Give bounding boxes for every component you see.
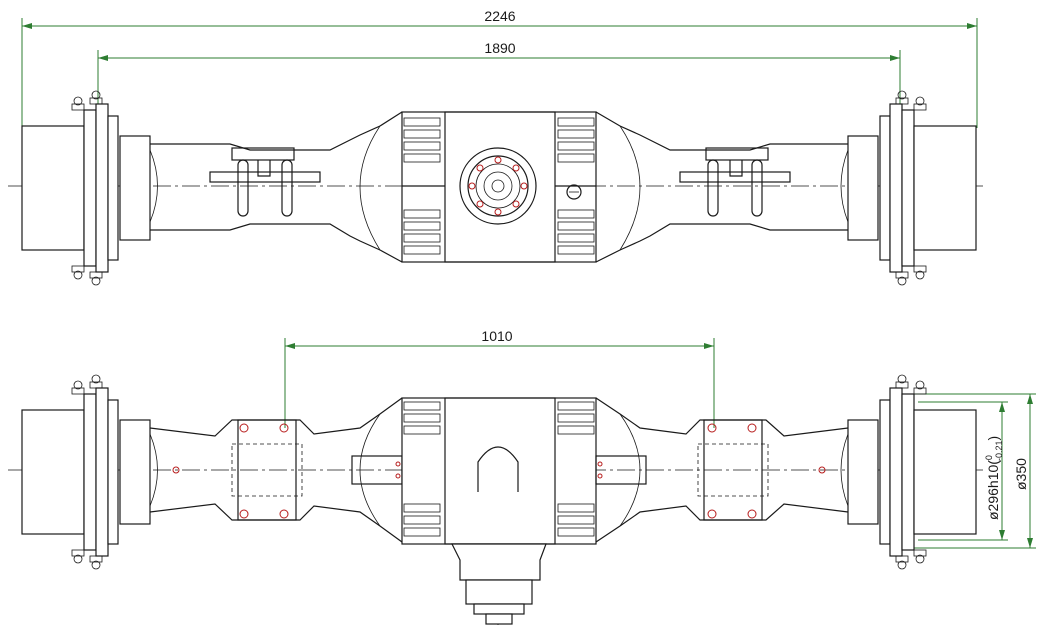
dimension-hub-diameters: ø296h10(0-0.21) ø350 — [910, 393, 1036, 549]
right-hub — [913, 125, 977, 251]
right-mounting-pad — [697, 419, 769, 521]
center-housing-top — [401, 111, 597, 263]
center-housing-bottom — [401, 397, 597, 625]
left-mounting-pad — [231, 419, 303, 521]
flange-span-label: 1890 — [484, 40, 515, 56]
left-flange-bolts — [71, 90, 103, 286]
right-flange-bolts — [895, 90, 927, 286]
right-hub-bottom — [913, 409, 977, 535]
hub-fit-diameter-label: ø296h10( — [985, 460, 1001, 520]
dimension-mount-span: 1010 — [284, 328, 715, 428]
mount-span-label: 1010 — [481, 328, 512, 344]
hub-outer-diameter-label: ø350 — [1013, 458, 1029, 490]
left-hub-bottom — [21, 409, 85, 535]
left-spring-seat — [209, 147, 321, 217]
tolerance-upper: 0 — [984, 455, 994, 460]
tolerance-lower: -0.21 — [994, 441, 1004, 462]
left-hub — [21, 125, 85, 251]
input-flange-bolt-holes — [468, 156, 528, 216]
tolerance-close: ) — [985, 436, 1001, 441]
dimension-flange-span: 1890 — [97, 40, 901, 110]
overall-width-label: 2246 — [484, 8, 515, 24]
svg-text:ø296h10(0-0.21): ø296h10(0-0.21) — [984, 436, 1004, 520]
top-view — [8, 90, 985, 286]
dimension-overall-width: 2246 — [21, 8, 978, 128]
right-spring-seat — [679, 147, 791, 217]
left-flange-bolts-bottom — [71, 374, 103, 570]
right-flange-bolts-bottom — [895, 374, 927, 570]
bottom-view — [8, 374, 985, 625]
